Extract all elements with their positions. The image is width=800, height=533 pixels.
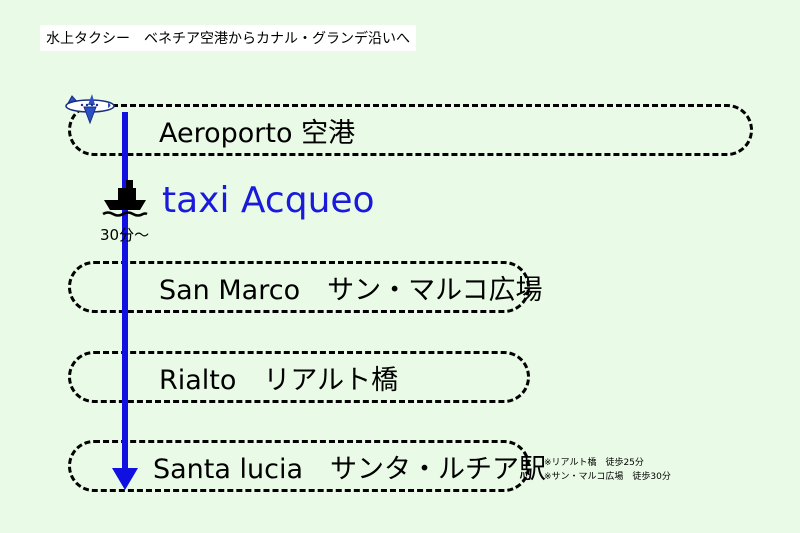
stop-rialto: Rialto リアルト橋: [68, 351, 530, 403]
stop-san-marco: San Marco サン・マルコ広場: [68, 261, 543, 313]
transport-label: taxi Acqueo: [162, 180, 375, 221]
diagram-title: 水上タクシー ベネチア空港からカナル・グランデ沿いへ: [40, 25, 416, 51]
stop-airport: Aeroporto 空港: [68, 104, 753, 156]
stop-rialto-label: Rialto リアルト橋: [159, 364, 399, 396]
boat-icon: [102, 180, 148, 217]
airplane-icon: [65, 94, 115, 125]
stop-santa-lucia: Santa lucia サンタ・ルチア駅: [68, 440, 546, 492]
walk-note-rialto: ※リアルト橋 徒歩25分: [544, 458, 644, 468]
stop-santa-lucia-label: Santa lucia サンタ・ルチア駅: [153, 453, 547, 485]
stop-airport-label: Aeroporto 空港: [159, 117, 356, 149]
walk-note-san-marco: ※サン・マルコ広場 徒歩30分: [544, 472, 671, 482]
stop-san-marco-label: San Marco サン・マルコ広場: [159, 274, 543, 306]
travel-time: 30分～: [100, 226, 150, 244]
